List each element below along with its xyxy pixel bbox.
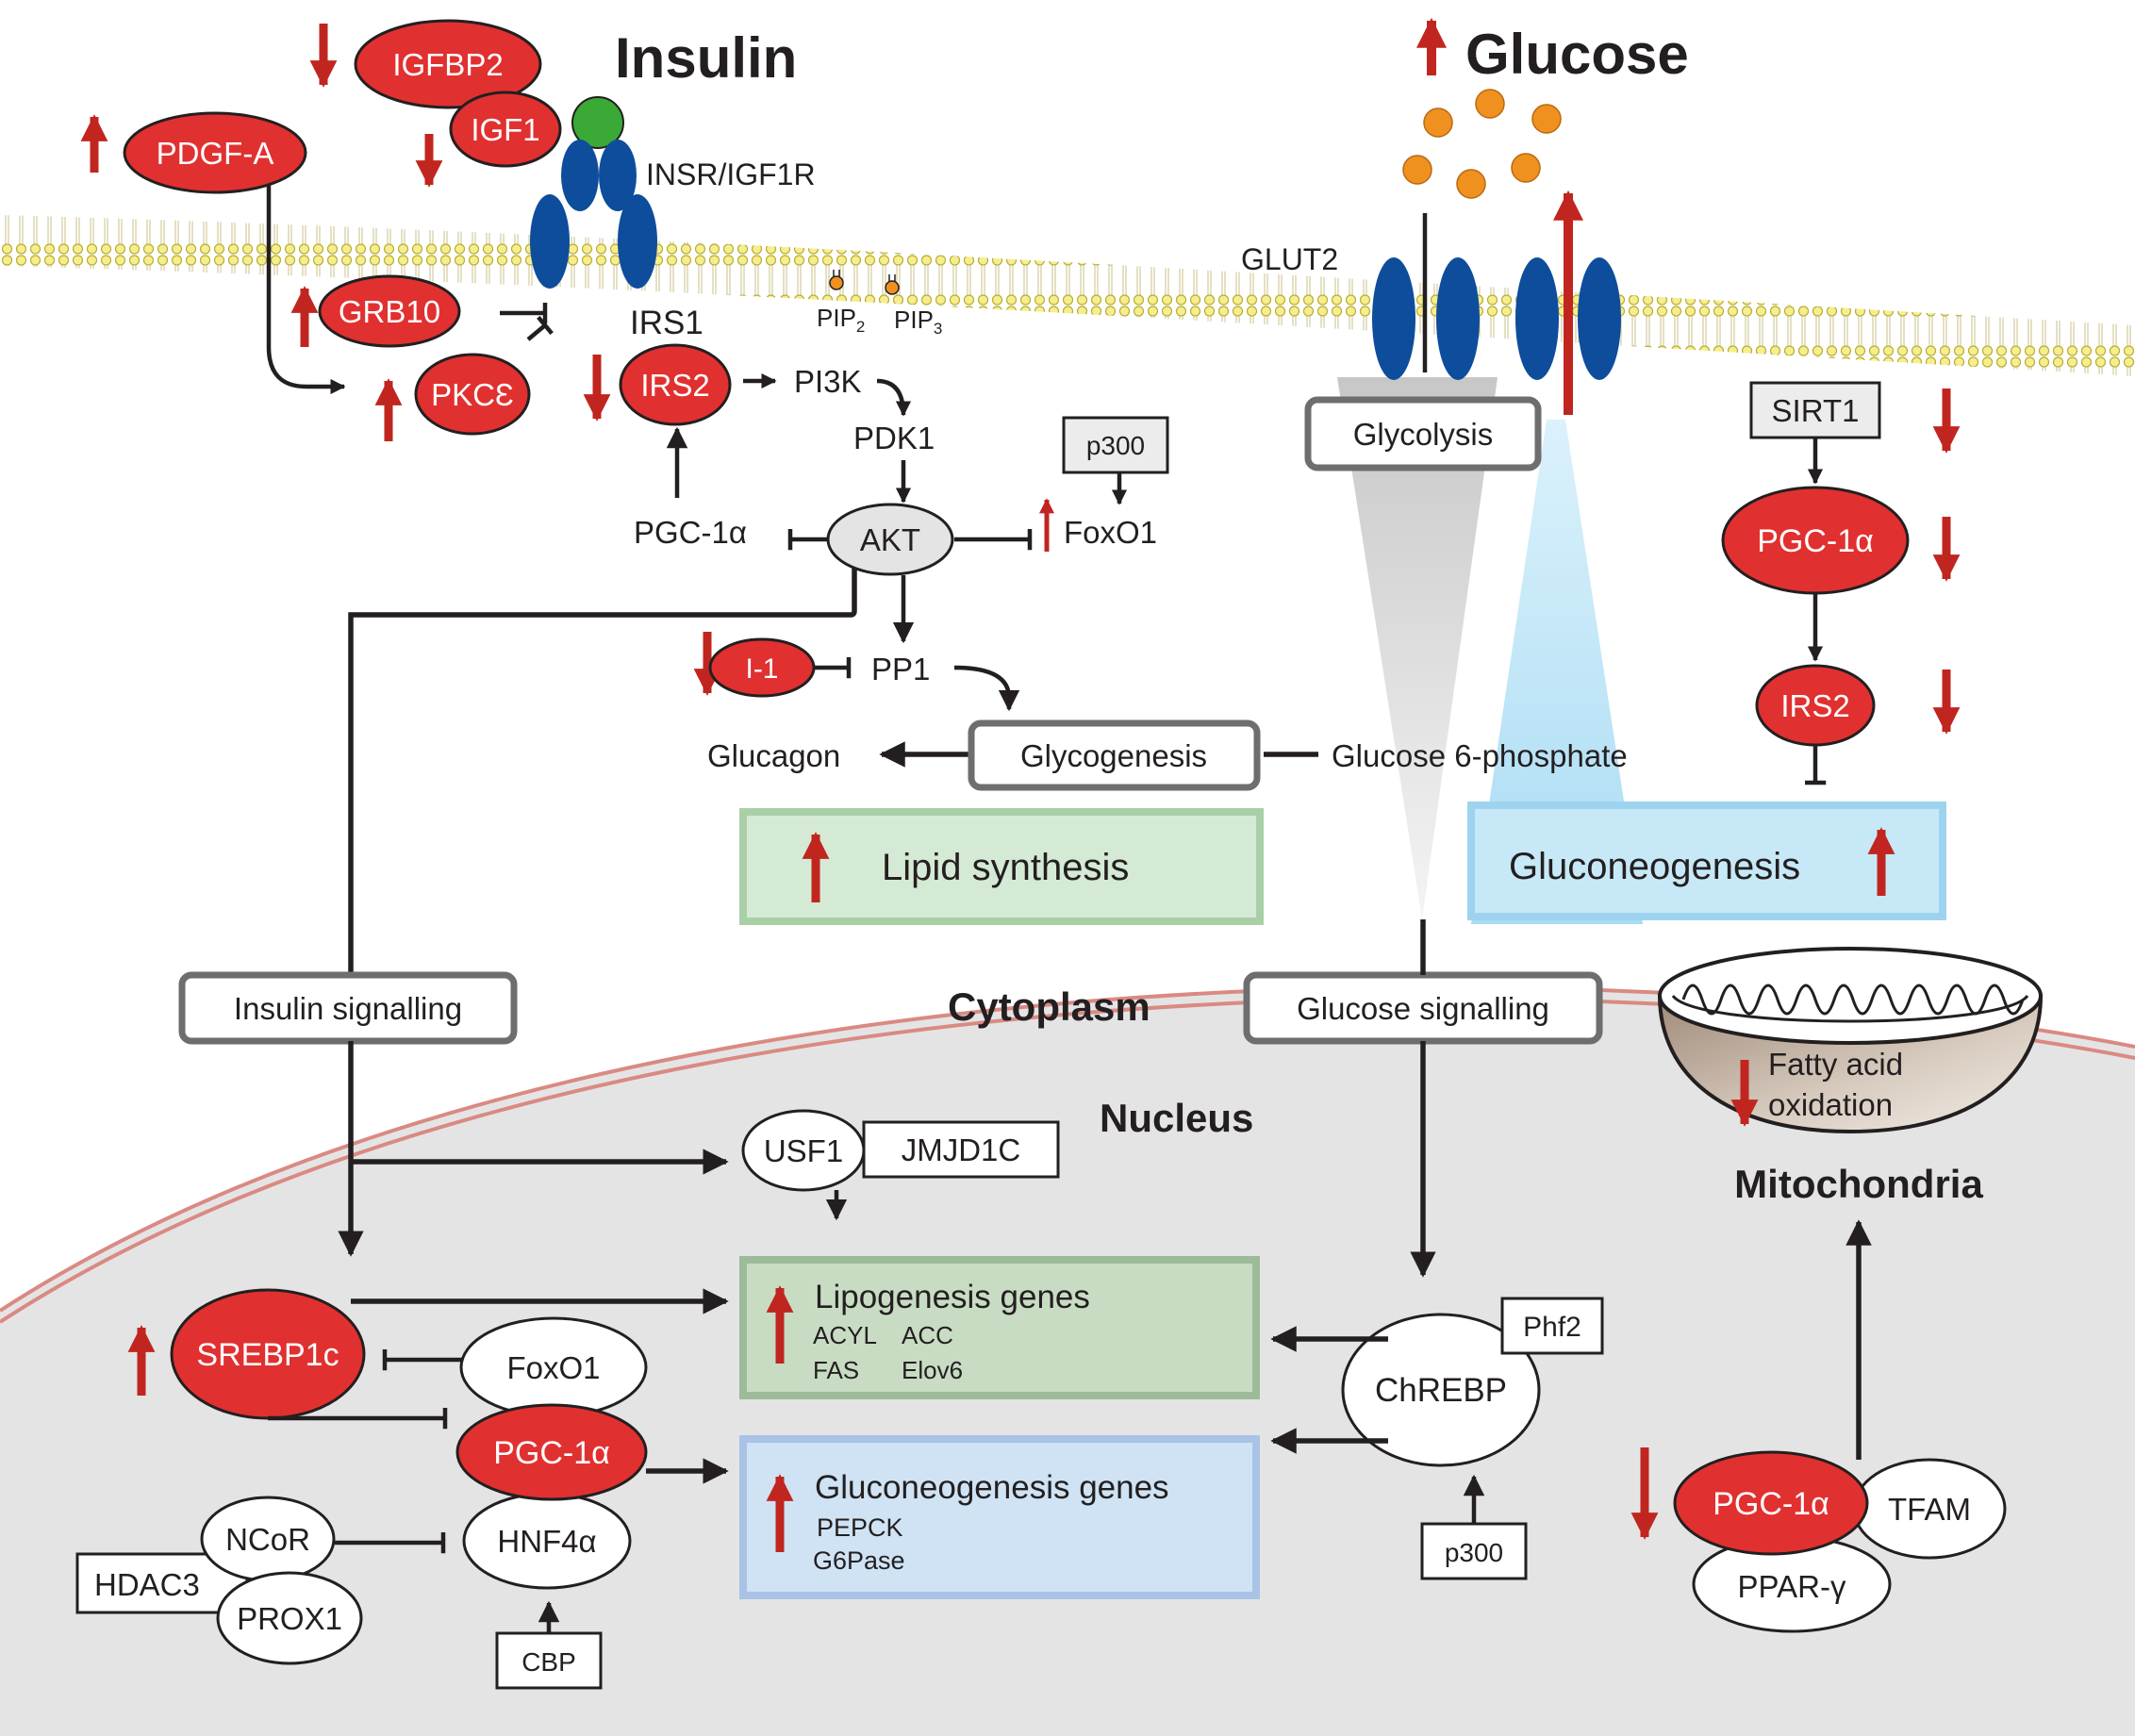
- pdgfa-label: PDGF-A: [157, 136, 274, 171]
- tfam-label: TFAM: [1888, 1492, 1971, 1527]
- glut2-label: GLUT2: [1241, 242, 1338, 276]
- akt-label: AKT: [860, 522, 920, 557]
- lipid-synthesis-label: Lipid synthesis: [882, 847, 1129, 888]
- irs2-node: [619, 343, 732, 426]
- glycogenesis-box: [968, 719, 1261, 791]
- sirt1-box: [1749, 381, 1881, 439]
- insulin-signalling-box: [178, 971, 518, 1045]
- title-insulin: Insulin: [615, 26, 797, 90]
- glycolysis-cone: [1337, 377, 1498, 919]
- gluconeogenesis-box: [1467, 802, 1946, 920]
- p300-nucleus-box: [1420, 1522, 1528, 1580]
- fas-label: FAS: [813, 1356, 859, 1384]
- chrebp-label: ChREBP: [1375, 1372, 1507, 1409]
- phf2-label: Phf2: [1523, 1312, 1581, 1343]
- lipogenesis-title: Lipogenesis genes: [815, 1279, 1090, 1315]
- gluconeogenesis-beam: [1471, 420, 1643, 924]
- glucose-molecules: [1402, 89, 1562, 199]
- acyl-label: ACYL: [813, 1321, 877, 1349]
- insulin-signalling-label: Insulin signalling: [234, 991, 462, 1026]
- glycolysis-box: [1304, 396, 1542, 471]
- i1-label: I-1: [745, 653, 778, 685]
- g6pase-label: G6Pase: [813, 1546, 905, 1575]
- foxo1-top-label: FoxO1: [1064, 515, 1157, 550]
- akt-node: [826, 503, 954, 576]
- pgc1a-nucleus-node: [455, 1403, 648, 1501]
- cytoplasm-label: Cytoplasm: [948, 984, 1150, 1029]
- hdac3-label: HDAC3: [94, 1567, 200, 1602]
- elov6-label: Elov6: [902, 1356, 963, 1384]
- sirt1-label: SIRT1: [1772, 393, 1860, 428]
- prox1-label: PROX1: [237, 1601, 342, 1636]
- pepck-label: PEPCK: [817, 1513, 903, 1542]
- gng-genes-title: Gluconeogenesis genes: [815, 1469, 1169, 1506]
- foxo1-nucleus-label: FoxO1: [506, 1350, 600, 1385]
- srebp1c-label: SREBP1c: [196, 1337, 339, 1373]
- glut2-transporter-icon: [1372, 257, 1621, 380]
- i1-node: [708, 637, 816, 698]
- pp1-label: PP1: [871, 652, 930, 686]
- pip3-label: PIP3: [894, 306, 942, 338]
- pi3k-label: PI3K: [794, 364, 862, 399]
- igfbp2-node: [354, 19, 542, 109]
- title-glucose: Glucose: [1465, 23, 1689, 86]
- lipid-synthesis-box: [739, 808, 1264, 925]
- prox1-node: [216, 1571, 363, 1665]
- p300-nucleus-label: p300: [1445, 1538, 1503, 1567]
- igf1-node: [449, 91, 562, 168]
- pgc1a-nucleus-label: PGC-1α: [493, 1435, 610, 1471]
- cbp-label: CBP: [521, 1647, 576, 1677]
- gluconeogenesis-genes-box: [739, 1435, 1260, 1599]
- grb10-node: [318, 274, 461, 348]
- pgc1a-mito-label: PGC-1α: [1713, 1486, 1829, 1522]
- nucleus-label: Nucleus: [1100, 1096, 1253, 1140]
- p300-top-label: p300: [1086, 431, 1145, 460]
- jmjd1c-label: JMJD1C: [902, 1133, 1021, 1167]
- irs1-label: IRS1: [630, 305, 703, 341]
- chrebp-node: [1341, 1313, 1541, 1467]
- pkce-node: [414, 353, 531, 436]
- glycolysis-label: Glycolysis: [1353, 417, 1494, 452]
- mitochondrion-icon: [1657, 947, 2044, 1134]
- glycogenesis-label: Glycogenesis: [1020, 738, 1207, 773]
- irs2-right-label: IRS2: [1780, 688, 1849, 723]
- phf2-box: [1500, 1297, 1604, 1355]
- pkce-label: PKCƐ: [431, 377, 514, 412]
- p300-box-top: [1062, 416, 1169, 474]
- usf1-label: USF1: [764, 1133, 843, 1168]
- pip2-label: PIP2: [817, 304, 865, 336]
- jmjd1c-box: [862, 1120, 1060, 1179]
- grb10-label: GRB10: [339, 294, 440, 329]
- acc-label: ACC: [902, 1321, 953, 1349]
- fatty-acid-label: Fatty acid: [1768, 1047, 1903, 1082]
- pip-lipids: [829, 270, 900, 295]
- pdk1-label: PDK1: [853, 421, 935, 455]
- insr-receptor-icon: [530, 140, 657, 289]
- irs2-label: IRS2: [640, 368, 709, 403]
- pgc1a-right-node: [1721, 486, 1910, 595]
- pdgfa-node: [123, 111, 307, 194]
- ncor-label: NCoR: [225, 1522, 310, 1557]
- igf1-label: IGF1: [471, 112, 539, 147]
- pgc1a-mito-node: [1673, 1450, 1869, 1556]
- pparg-label: PPAR-γ: [1738, 1569, 1846, 1604]
- gluconeogenesis-label: Gluconeogenesis: [1509, 846, 1800, 887]
- g6p-label: Glucose 6-phosphate: [1332, 738, 1628, 773]
- glucagon-label: Glucagon: [707, 738, 840, 773]
- insr-label: INSR/IGF1R: [646, 157, 816, 191]
- pgc1a-right-label: PGC-1α: [1757, 523, 1874, 559]
- cell-membrane: [0, 215, 2135, 376]
- igfbp2-label: IGFBP2: [392, 47, 503, 82]
- lipogenesis-genes-box: [739, 1256, 1260, 1399]
- insulin-ligand: [571, 96, 624, 149]
- glucose-signalling-label: Glucose signalling: [1297, 991, 1549, 1026]
- hnf4a-label: HNF4α: [497, 1524, 596, 1559]
- mitochondria-label: Mitochondria: [1734, 1162, 1983, 1206]
- pgc1a-akt-label: PGC-1α: [634, 515, 747, 550]
- oxidation-label: oxidation: [1768, 1087, 1893, 1122]
